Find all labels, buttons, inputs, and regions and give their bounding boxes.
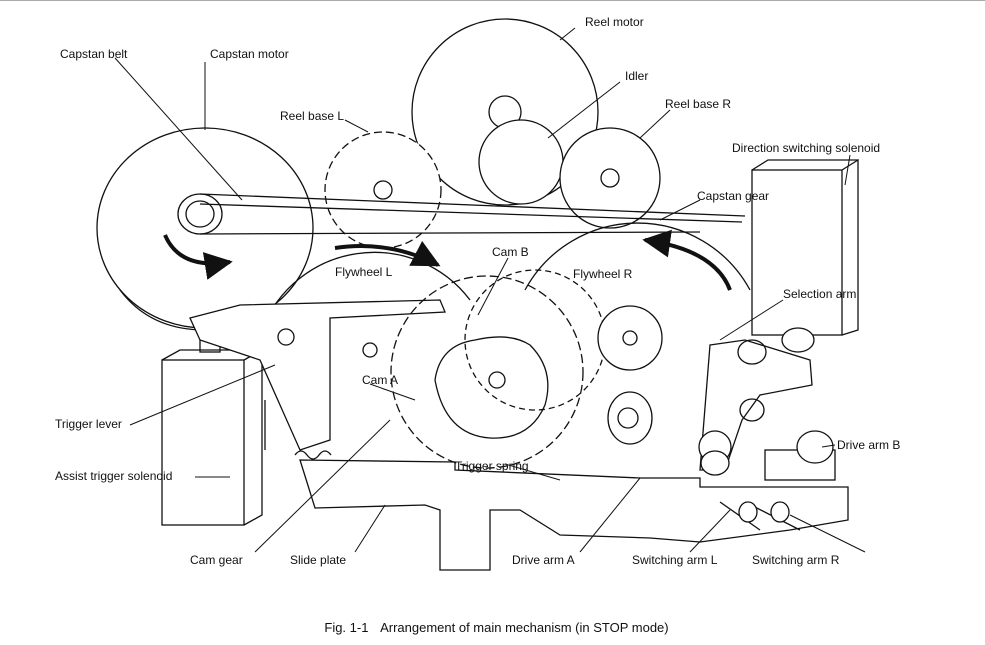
slide-plate xyxy=(299,459,849,571)
label-drive-arm-b: Drive arm B xyxy=(837,438,900,452)
label-idler: Idler xyxy=(625,69,648,83)
label-capstan-belt: Capstan belt xyxy=(60,47,128,61)
idler xyxy=(478,119,564,205)
flywheel-r xyxy=(524,222,751,291)
label-reel-motor: Reel motor xyxy=(585,15,644,29)
label-direction-switching-solenoid: Direction switching solenoid xyxy=(732,141,880,155)
capstan-gear xyxy=(597,305,663,371)
label-flywheel-r: Flywheel R xyxy=(573,267,633,281)
label-cam-a: Cam A xyxy=(362,373,398,387)
top-border xyxy=(0,0,985,1)
label-capstan-gear: Capstan gear xyxy=(697,189,769,203)
switching-arms xyxy=(719,501,801,531)
label-trigger-spring: Trigger spring xyxy=(455,459,529,473)
drive-arm-a-roller xyxy=(607,391,653,445)
flywheel-l xyxy=(261,251,471,450)
label-cam-gear: Cam gear xyxy=(190,553,243,567)
capstan-belt xyxy=(199,193,746,235)
label-selection-arm: Selection arm xyxy=(783,287,856,301)
label-reel-base-r: Reel base R xyxy=(665,97,731,111)
figure-number: Fig. 1-1 xyxy=(324,620,369,635)
flywheel-l-rotation-arrow xyxy=(334,240,441,267)
reel-base-l xyxy=(324,131,442,249)
label-cam-b: Cam B xyxy=(492,245,529,259)
label-switching-arm-l: Switching arm L xyxy=(632,553,718,567)
label-assist-trigger-solenoid: Assist trigger solenoid xyxy=(55,469,172,483)
label-flywheel-l: Flywheel L xyxy=(335,265,393,279)
cam-a xyxy=(434,336,549,439)
reel-base-r xyxy=(559,127,661,229)
leader-lines xyxy=(114,27,866,553)
label-slide-plate: Slide plate xyxy=(290,553,346,567)
assist-trigger-solenoid xyxy=(161,337,263,526)
label-reel-base-l: Reel base L xyxy=(280,109,344,123)
flywheel-r-rotation-arrow xyxy=(642,229,732,291)
label-drive-arm-a: Drive arm A xyxy=(512,553,575,567)
label-capstan-motor: Capstan motor xyxy=(210,47,289,61)
cam-gear xyxy=(390,275,584,469)
label-trigger-lever: Trigger lever xyxy=(55,417,122,431)
drive-arm-b xyxy=(698,430,836,481)
direction-switching-solenoid xyxy=(751,158,859,336)
figure-title: Arrangement of main mechanism (in STOP m… xyxy=(380,620,669,635)
label-switching-arm-r: Switching arm R xyxy=(752,553,840,567)
trigger-spring xyxy=(294,450,332,460)
capstan-rotation-arrow xyxy=(163,234,233,280)
trigger-lever xyxy=(189,299,446,451)
figure-caption: Fig. 1-1 Arrangement of main mechanism (… xyxy=(0,620,985,635)
